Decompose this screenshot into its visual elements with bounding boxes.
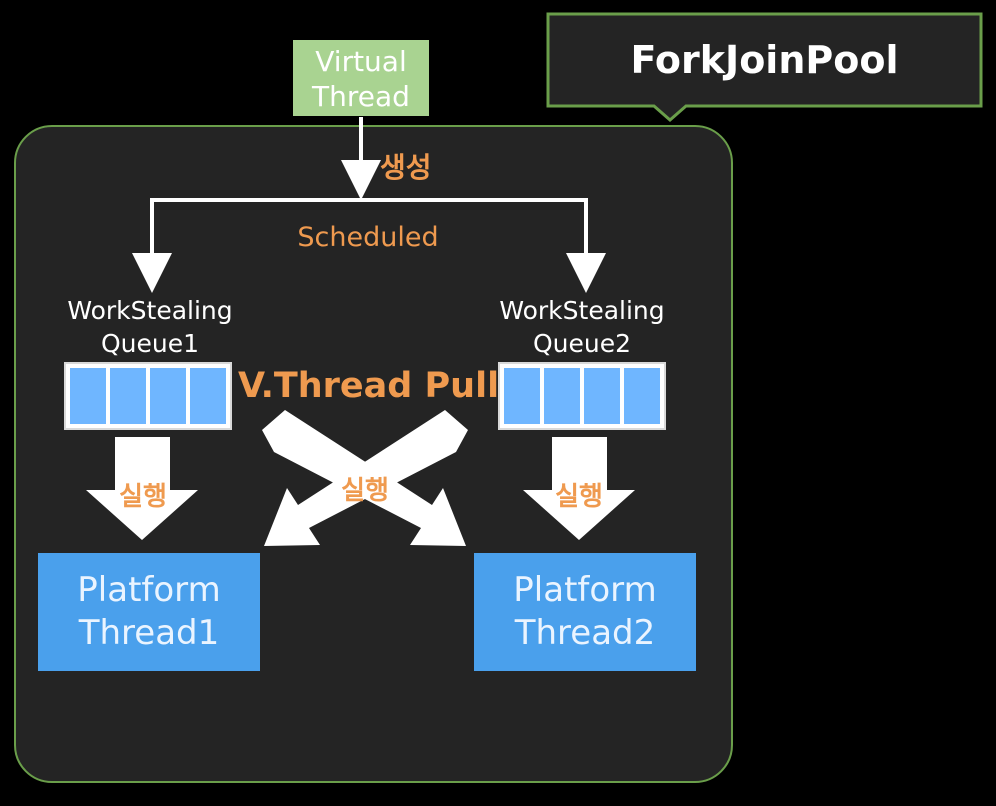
execute-arrow-right — [523, 437, 635, 540]
queue-cell — [544, 368, 580, 424]
queue-cell — [150, 368, 186, 424]
execute-label-right: 실행 — [555, 482, 603, 512]
cross-arrow-to-left — [264, 410, 468, 546]
schedule-split-line — [150, 198, 588, 270]
queue-cell — [504, 368, 540, 424]
queue-cell — [584, 368, 620, 424]
scheduled-label: Scheduled — [297, 222, 439, 253]
vthread-pull-label: V.Thread Pull — [238, 366, 500, 406]
cross-arrows — [262, 410, 468, 546]
fork-join-pool-callout: ForkJoinPool — [546, 12, 983, 122]
virtual-thread-label-line1: Virtual — [315, 45, 407, 78]
queue2-label: WorkStealing Queue2 — [482, 294, 682, 360]
create-label: 생성 — [380, 151, 432, 184]
queue-cell — [110, 368, 146, 424]
work-stealing-queue-1 — [64, 362, 232, 430]
queue-cell — [624, 368, 660, 424]
platform-thread-2: Platform Thread2 — [474, 553, 696, 671]
virtual-thread-label-line2: Thread — [312, 80, 410, 113]
queue-cell — [70, 368, 106, 424]
virtual-thread-box: Virtual Thread — [293, 40, 429, 116]
platform-thread-1-line1: Platform — [77, 570, 221, 610]
queue1-label-line2: Queue1 — [100, 329, 200, 358]
platform-thread-1-line2: Thread1 — [78, 613, 220, 653]
execute-arrow-left — [86, 437, 198, 540]
platform-thread-2-line1: Platform — [513, 570, 657, 610]
queue1-label: WorkStealing Queue1 — [50, 294, 250, 360]
execute-label-center: 실행 — [341, 476, 389, 506]
callout-shape — [546, 12, 983, 122]
platform-thread-1: Platform Thread1 — [38, 553, 260, 671]
queue2-label-line2: Queue2 — [532, 329, 632, 358]
execute-label-left: 실행 — [119, 482, 167, 512]
work-stealing-queue-2 — [498, 362, 666, 430]
queue1-label-line1: WorkStealing — [67, 296, 233, 325]
callout-title: ForkJoinPool — [630, 38, 899, 82]
platform-thread-2-line2: Thread2 — [514, 613, 656, 653]
queue2-label-line1: WorkStealing — [499, 296, 665, 325]
queue-cell — [190, 368, 226, 424]
